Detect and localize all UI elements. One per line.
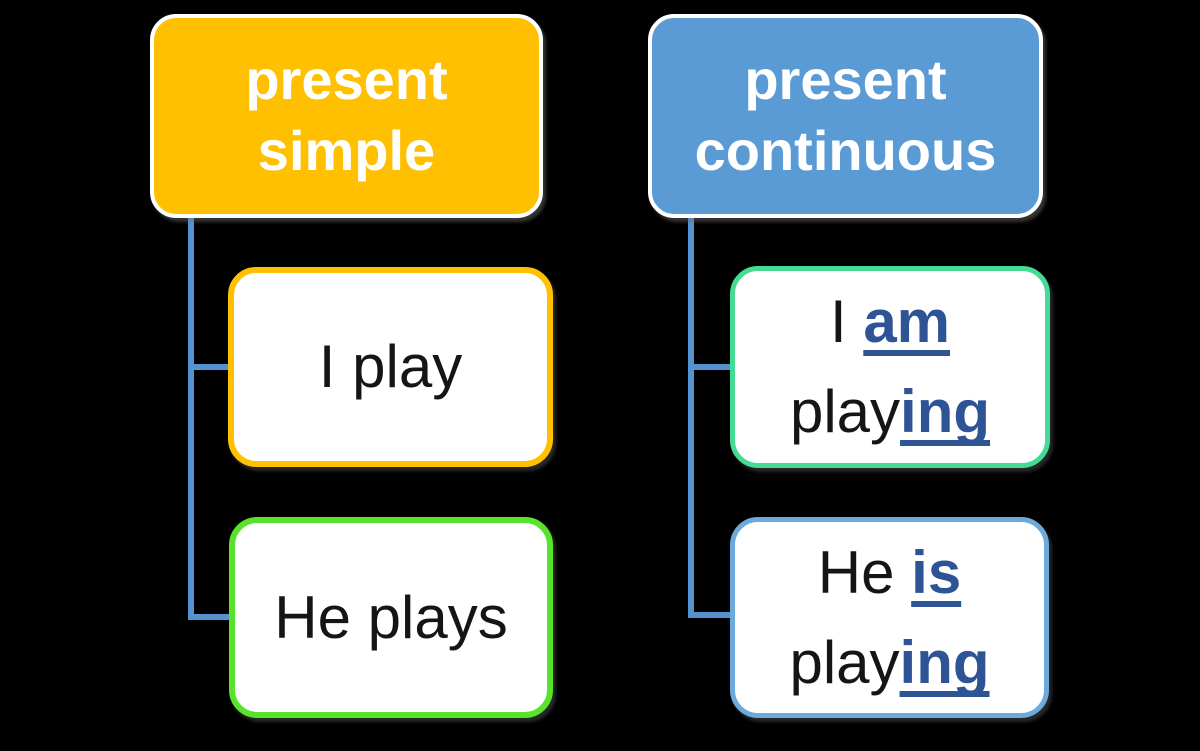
connector-line-right-branch-2 <box>688 612 734 618</box>
highlighted-suffix: ing <box>899 628 990 696</box>
connector-line-left-vertical <box>188 217 194 620</box>
plain-text: He <box>817 538 912 606</box>
connector-line-left-branch-1 <box>188 364 232 370</box>
highlighted-suffix: ing <box>900 378 991 445</box>
header-line: present <box>245 48 448 112</box>
example-line: I am <box>790 277 990 367</box>
node-example-he-plays: He plays <box>229 517 553 718</box>
highlighted-auxiliary: is <box>911 538 962 606</box>
node-example-i-play: I play <box>228 267 553 467</box>
plain-text: play <box>789 628 900 696</box>
plain-text: I <box>829 288 864 355</box>
connector-line-right-vertical <box>688 217 694 618</box>
node-present-simple-header: present simple <box>150 14 543 218</box>
example-text: I am playing <box>790 277 990 457</box>
header-line: present <box>744 48 947 112</box>
header-line: simple <box>257 119 436 182</box>
connector-line-right-branch-1 <box>688 364 734 370</box>
example-text: I play <box>318 333 463 400</box>
example-text: He plays <box>274 583 508 651</box>
example-line: playing <box>790 367 990 457</box>
plain-text: play <box>789 378 901 445</box>
connector-line-left-branch-2 <box>188 614 234 620</box>
example-line: playing <box>789 618 989 708</box>
node-example-i-am-playing: I am playing <box>730 266 1050 468</box>
example-text: He is playing <box>789 528 989 708</box>
node-example-he-is-playing: He is playing <box>730 517 1049 718</box>
highlighted-auxiliary: am <box>863 288 951 355</box>
example-line: He is <box>789 528 989 618</box>
header-line: continuous <box>694 119 997 182</box>
node-present-continuous-header: present continuous <box>648 14 1043 218</box>
